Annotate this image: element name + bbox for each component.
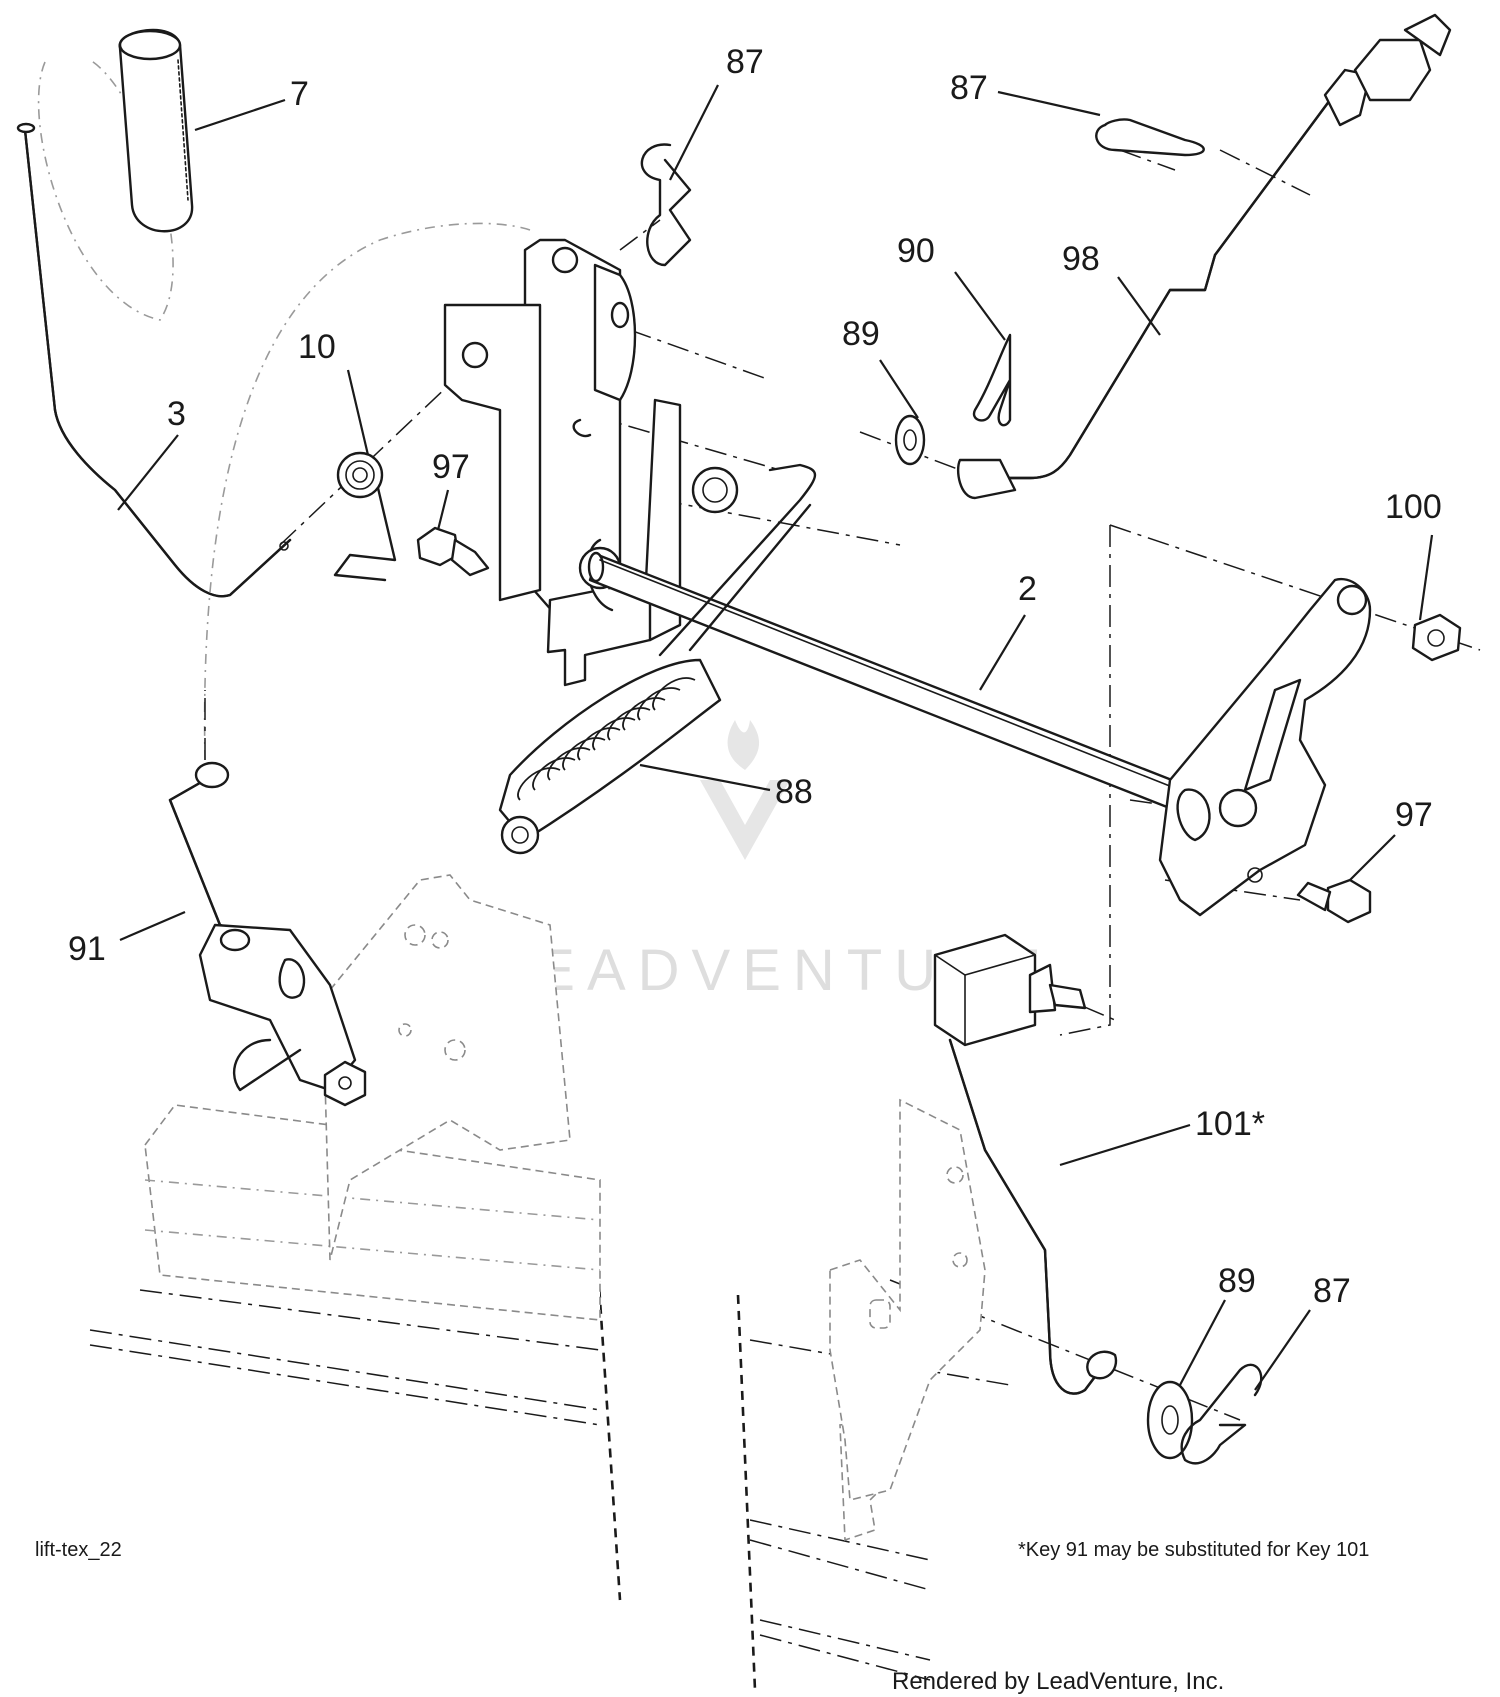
hex-bolt-upper [416, 526, 490, 577]
lift-link [956, 13, 1452, 500]
mower-deck-phantom [144, 874, 986, 1542]
torsion-spring [333, 451, 397, 582]
flat-washer-upper [894, 414, 926, 466]
lift-arm-right [1158, 577, 1372, 917]
spring-hook-wire [658, 463, 817, 657]
callout-90: 90 [897, 232, 935, 270]
handle-swing-arc-large [203, 222, 531, 761]
leader-lines [117, 84, 1434, 1391]
hairpin-clip-lower [1180, 1363, 1263, 1465]
callout-91: 91 [68, 930, 106, 968]
assembly-lines [89, 149, 1481, 1681]
callout-87-center: 87 [726, 43, 764, 81]
callout-97-lower: 97 [1395, 796, 1433, 834]
callout-101: 101* [1195, 1105, 1265, 1143]
callout-2: 2 [1018, 570, 1037, 608]
hairpin-clip-upper-right [1095, 118, 1205, 157]
callout-100: 100 [1385, 488, 1442, 526]
callout-97-upper: 97 [432, 448, 470, 486]
footnote: *Key 91 may be substituted for Key 101 [1018, 1539, 1369, 1561]
callout-7: 7 [290, 75, 309, 113]
callout-87-lower: 87 [1313, 1272, 1351, 1310]
diagram-id: lift-tex_22 [35, 1539, 122, 1561]
hairpin-clip-center [640, 143, 692, 267]
spring-hook-wire-inner [688, 503, 812, 652]
callout-87-upper-right: 87 [950, 69, 988, 107]
callout-10: 10 [298, 328, 336, 366]
extension-spring [498, 658, 722, 855]
callout-98: 98 [1062, 240, 1100, 278]
deck-edge-right [736, 1294, 757, 1691]
hex-nut [1411, 613, 1462, 662]
flat-washer-lower [1146, 1380, 1194, 1460]
rendered-by: Rendered by LeadVenture, Inc. [892, 1668, 1224, 1695]
callout-89-upper: 89 [842, 315, 880, 353]
callout-89-lower: 89 [1218, 1262, 1256, 1300]
lift-link-block [933, 933, 1118, 1395]
handle-grip [118, 28, 194, 233]
callout-3: 3 [167, 395, 186, 433]
lift-link-left [168, 761, 367, 1107]
lift-handle-rod [16, 122, 292, 598]
cotter-pin [972, 333, 1012, 427]
hex-bolt-lower [1296, 878, 1372, 924]
callouts: 7 87 87 90 98 89 10 3 97 100 2 88 97 91 … [68, 43, 1442, 1310]
lift-bracket [443, 238, 637, 622]
callout-88: 88 [775, 773, 813, 811]
